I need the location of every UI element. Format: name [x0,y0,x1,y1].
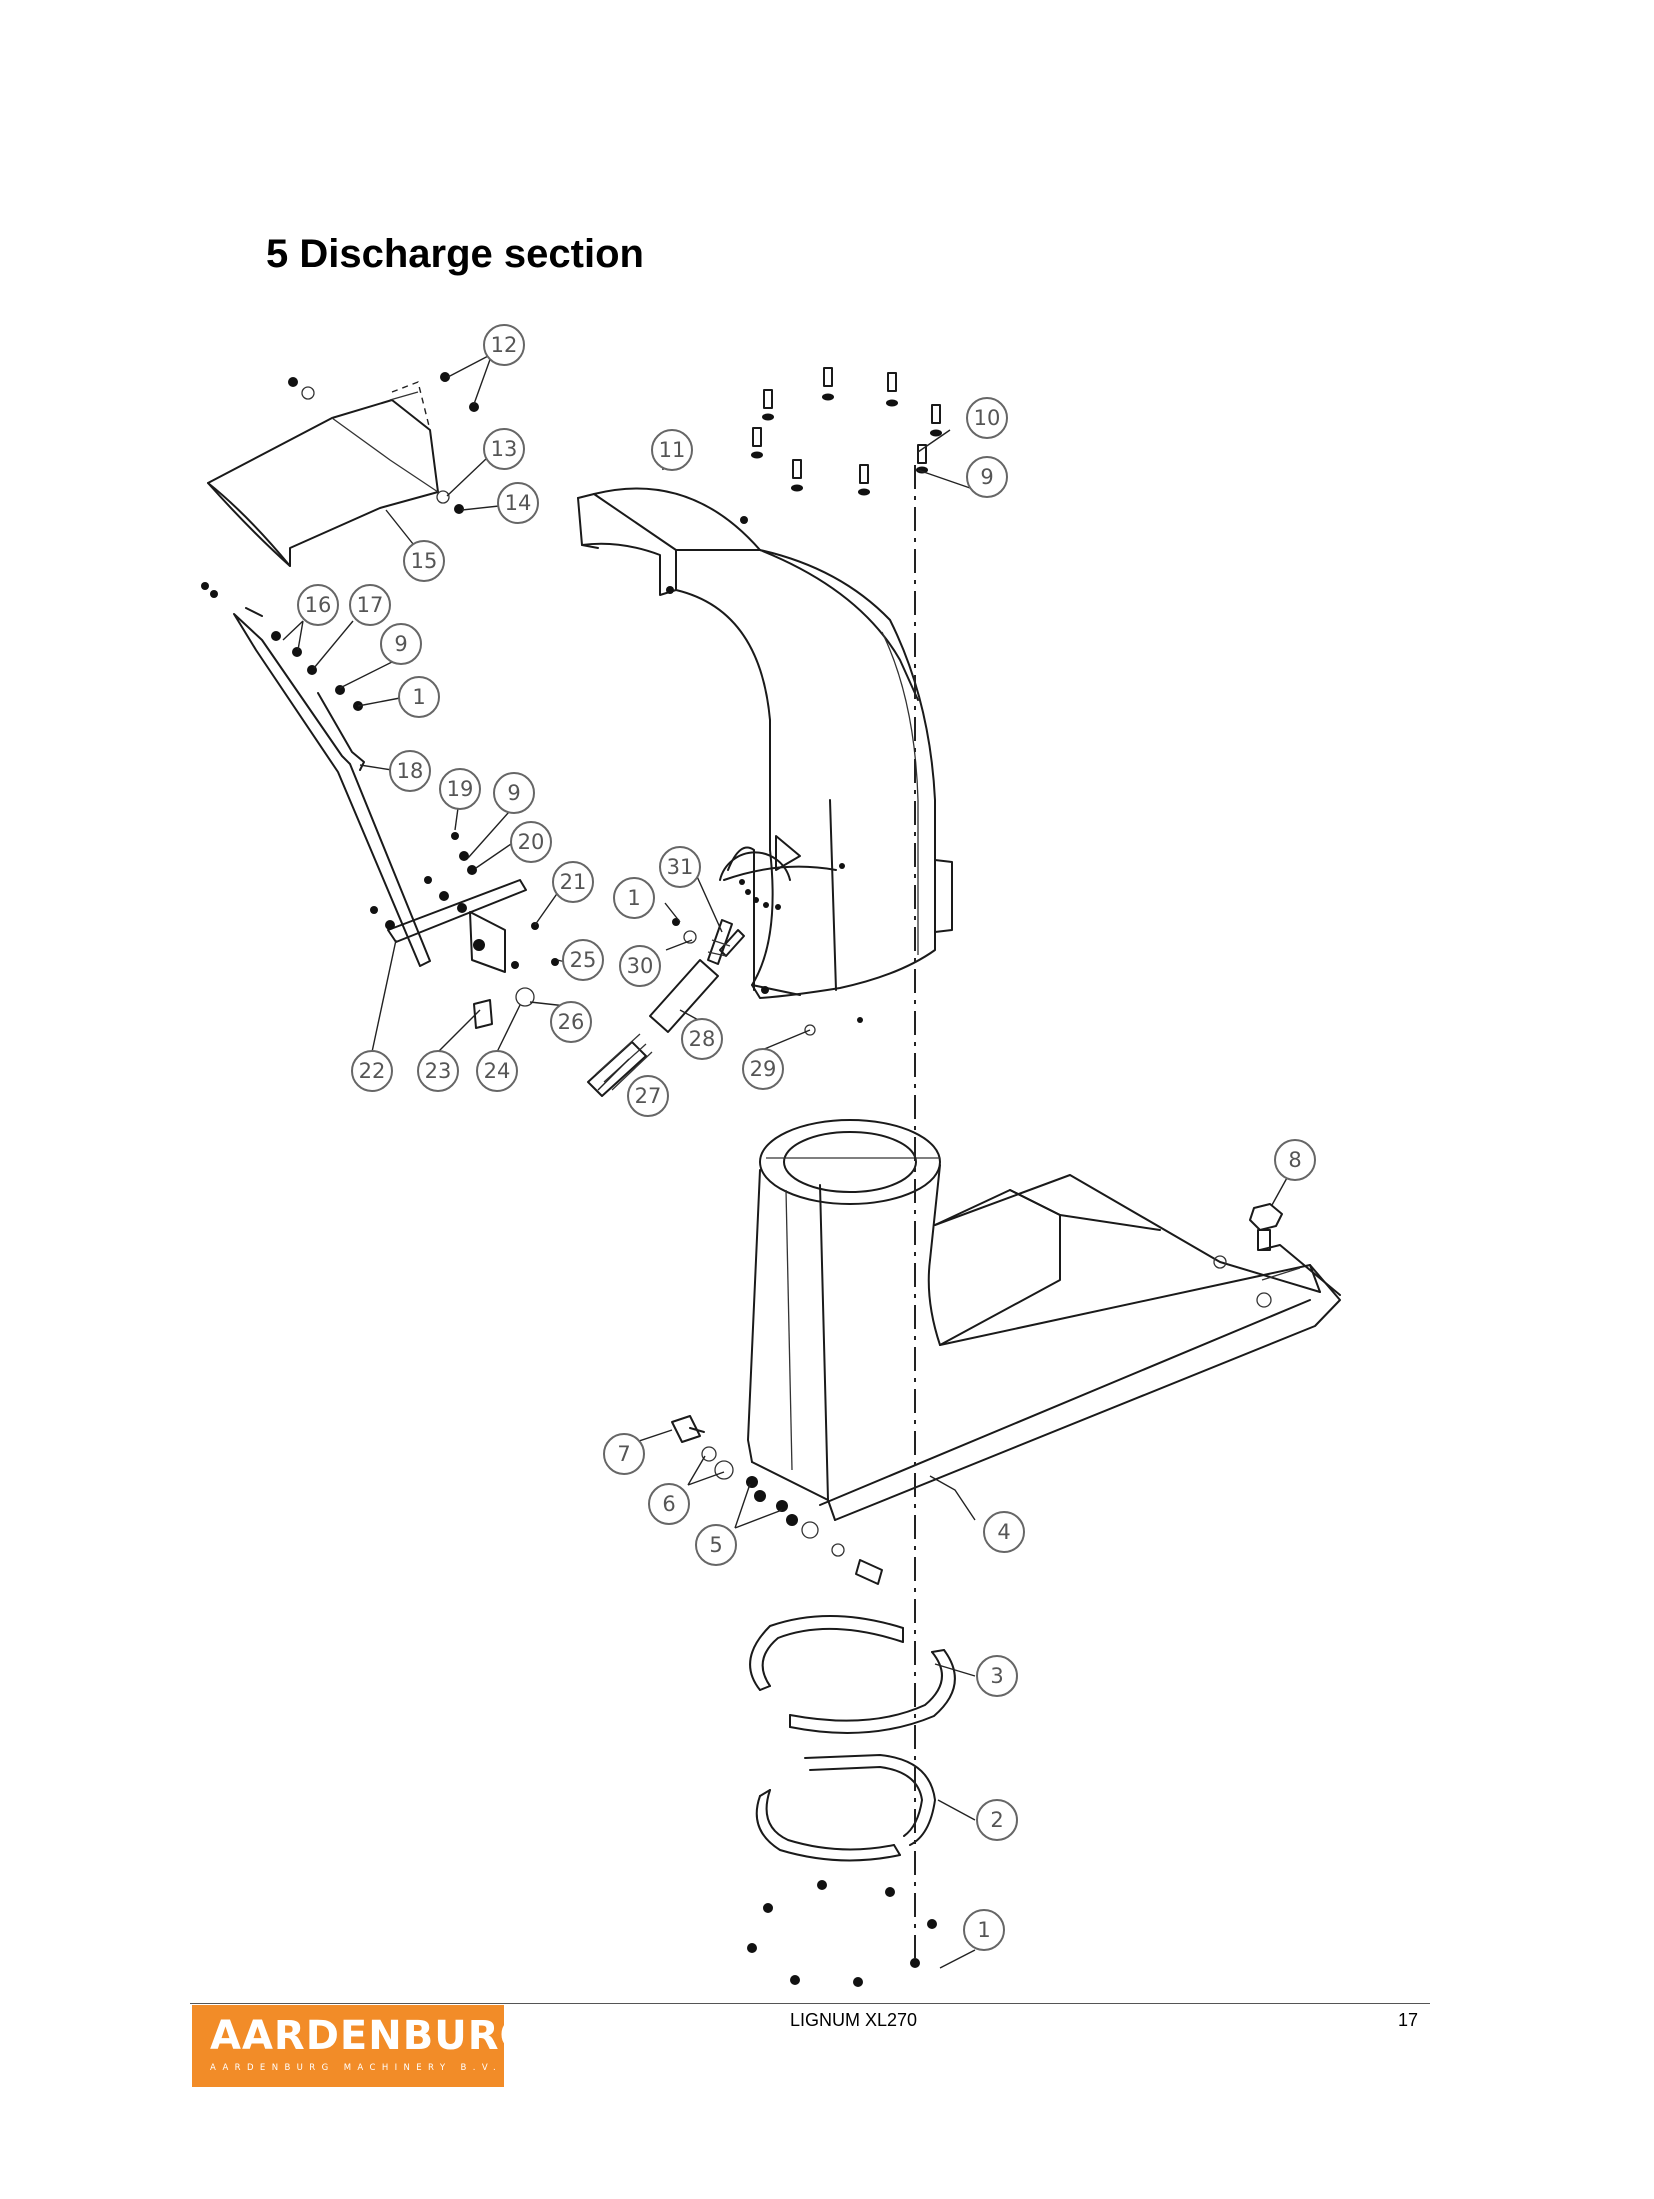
svg-text:20: 20 [518,830,545,854]
callout-23: 23 [417,1050,459,1092]
svg-text:15: 15 [411,549,438,573]
callout-13: 13 [483,428,525,470]
callout-17: 17 [349,584,391,626]
callout-26: 26 [550,1001,592,1043]
svg-text:7: 7 [617,1442,630,1466]
callout-22: 22 [351,1050,393,1092]
callout-9-left: 9 [380,623,422,665]
hood-part [207,372,479,567]
svg-text:31: 31 [667,855,694,879]
spring-assembly [587,918,816,1097]
svg-text:1: 1 [977,1918,990,1942]
callout-3: 3 [976,1655,1018,1697]
logo-name: AARDENBURG [210,2013,534,2059]
svg-text:17: 17 [357,593,384,617]
svg-text:25: 25 [570,948,597,972]
callout-29: 29 [742,1048,784,1090]
svg-text:10: 10 [974,406,1001,430]
callout-8: 8 [1274,1139,1316,1181]
callout-1-bottom: 1 [963,1909,1005,1951]
svg-text:23: 23 [425,1059,452,1083]
callout-18: 18 [389,750,431,792]
svg-text:13: 13 [491,437,518,461]
svg-text:2: 2 [990,1808,1003,1832]
base-frame [747,1119,1341,1521]
callout-15: 15 [403,540,445,582]
svg-text:28: 28 [689,1027,716,1051]
svg-text:19: 19 [447,777,474,801]
callout-11: 11 [651,429,693,471]
svg-text:12: 12 [491,333,518,357]
callout-25: 25 [562,939,604,981]
svg-text:3: 3 [990,1664,1003,1688]
svg-text:29: 29 [750,1057,777,1081]
svg-text:22: 22 [359,1059,386,1083]
callout-27: 27 [627,1075,669,1117]
callout-31: 31 [659,846,701,888]
svg-text:18: 18 [397,759,424,783]
bolt-group-top [751,367,942,496]
callout-6: 6 [648,1483,690,1525]
callout-12: 12 [483,324,525,366]
aardenburg-logo: AARDENBURG AARDENBURG MACHINERY B.V. 187… [192,2005,552,2087]
section-heading: 5 Discharge section [266,232,644,276]
hinge-fasteners [671,1415,883,1585]
svg-text:1: 1 [627,886,640,910]
callout-19: 19 [439,768,481,810]
footer-rule [190,2003,1430,2004]
callout-1-mid: 1 [613,877,655,919]
callout-21: 21 [552,861,594,903]
svg-text:24: 24 [484,1059,511,1083]
callout-1-left: 1 [398,676,440,718]
svg-text:9: 9 [394,632,407,656]
svg-text:4: 4 [997,1520,1010,1544]
svg-text:14: 14 [505,491,532,515]
leader-lines [282,353,1294,1969]
nut-group-bottom [747,1880,937,1987]
callout-16: 16 [297,584,339,626]
callout-7: 7 [603,1433,645,1475]
callout-9-top: 9 [966,456,1008,498]
callout-20: 20 [510,821,552,863]
svg-text:9: 9 [507,781,520,805]
retaining-rings [749,1615,956,1862]
svg-text:21: 21 [560,870,587,894]
page-number: 17 [1398,2010,1419,2030]
callout-2: 2 [976,1799,1018,1841]
chute-part [577,487,953,1023]
callout-9-mid: 9 [493,772,535,814]
svg-text:1: 1 [412,685,425,709]
callout-30: 30 [619,945,661,987]
callout-28: 28 [681,1018,723,1060]
hex-bolt [1249,1203,1283,1251]
svg-text:9: 9 [980,465,993,489]
svg-text:26: 26 [558,1010,585,1034]
svg-text:27: 27 [635,1084,662,1108]
callout-4: 4 [983,1511,1025,1553]
callout-14: 14 [497,482,539,524]
logo-tagline: AARDENBURG MACHINERY B.V. 1874 [210,2063,559,2073]
svg-text:6: 6 [662,1492,675,1516]
svg-text:16: 16 [305,593,332,617]
footer-product: LIGNUM XL270 [790,2010,918,2030]
callout-24: 24 [476,1050,518,1092]
svg-text:8: 8 [1288,1148,1301,1172]
svg-text:11: 11 [659,438,686,462]
callout-5: 5 [695,1524,737,1566]
svg-text:5: 5 [709,1533,722,1557]
callout-10: 10 [966,397,1008,439]
svg-text:30: 30 [627,954,654,978]
